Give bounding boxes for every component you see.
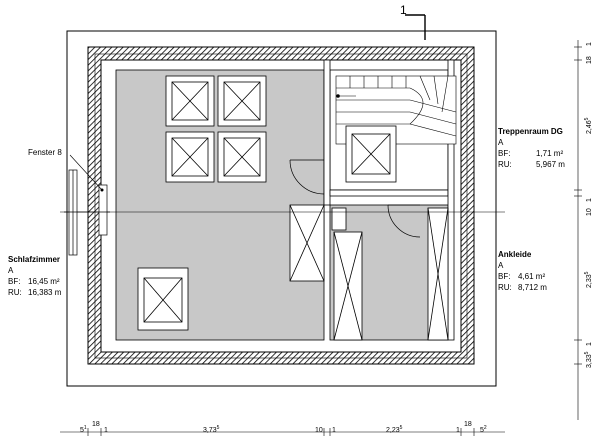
section-marker-label: 1 [400, 3, 407, 17]
dim-right-2: 2,465 [584, 117, 593, 134]
room-level-treppenraum: A [498, 138, 504, 147]
dim-bottom-3: 3,735 [203, 425, 220, 434]
room-ru-treppenraum: RU:5,967 m [498, 160, 565, 169]
interior-wall-vertical [323, 59, 331, 206]
dim-bottom-1: 18 [92, 421, 100, 428]
room-bf-schlafzimmer: BF:16,45 m² [8, 277, 60, 286]
dim-right-7: 3,335 [584, 351, 593, 368]
room-bf-treppenraum: BF:1,71 m² [498, 149, 564, 158]
room-name-ankleide: Ankleide [498, 250, 532, 259]
dim-right-0: 18 [586, 56, 593, 64]
dim-bottom-8: 1 [456, 427, 460, 434]
room-bf-ankleide: BF:4,61 m² [498, 272, 546, 281]
room-name-schlafzimmer: Schlafzimmer [8, 255, 61, 264]
dim-right-3: 10 [586, 208, 593, 216]
room-ru-ankleide: RU:8,712 m [498, 283, 547, 292]
exterior-wall [87, 46, 475, 365]
skylight-windows [137, 75, 397, 331]
doors [289, 159, 421, 238]
roof-outline [66, 30, 497, 387]
dim-right-1: 1 [586, 42, 593, 46]
built-in-cabinets [289, 204, 449, 341]
dim-bottom-0: 51 [80, 425, 87, 434]
window-fenster-8 [64, 169, 110, 256]
room-ru-schlafzimmer: RU:16,383 m [8, 288, 62, 297]
interior-wall-horizontal [329, 189, 449, 197]
dim-right-5: 2,335 [584, 271, 593, 288]
dimension-lines [60, 40, 582, 436]
dim-bottom-7: 18 [464, 421, 472, 428]
callout-leader [69, 154, 103, 191]
dim-bottom-2: 1 [104, 427, 108, 434]
dim-bottom-5: 1 [332, 427, 336, 434]
dim-right-4: 1 [586, 198, 593, 202]
callout-fenster-8: Fenster 8 [28, 148, 62, 157]
room-name-treppenraum: Treppenraum DG [498, 127, 563, 136]
room-level-ankleide: A [498, 261, 504, 270]
dim-bottom-4: 10 [315, 427, 323, 434]
dim-right-6: 1 [586, 342, 593, 346]
dim-bottom-9: 52 [480, 425, 487, 434]
dim-bottom-6: 2,235 [386, 425, 403, 434]
room-level-schlafzimmer: A [8, 266, 14, 275]
